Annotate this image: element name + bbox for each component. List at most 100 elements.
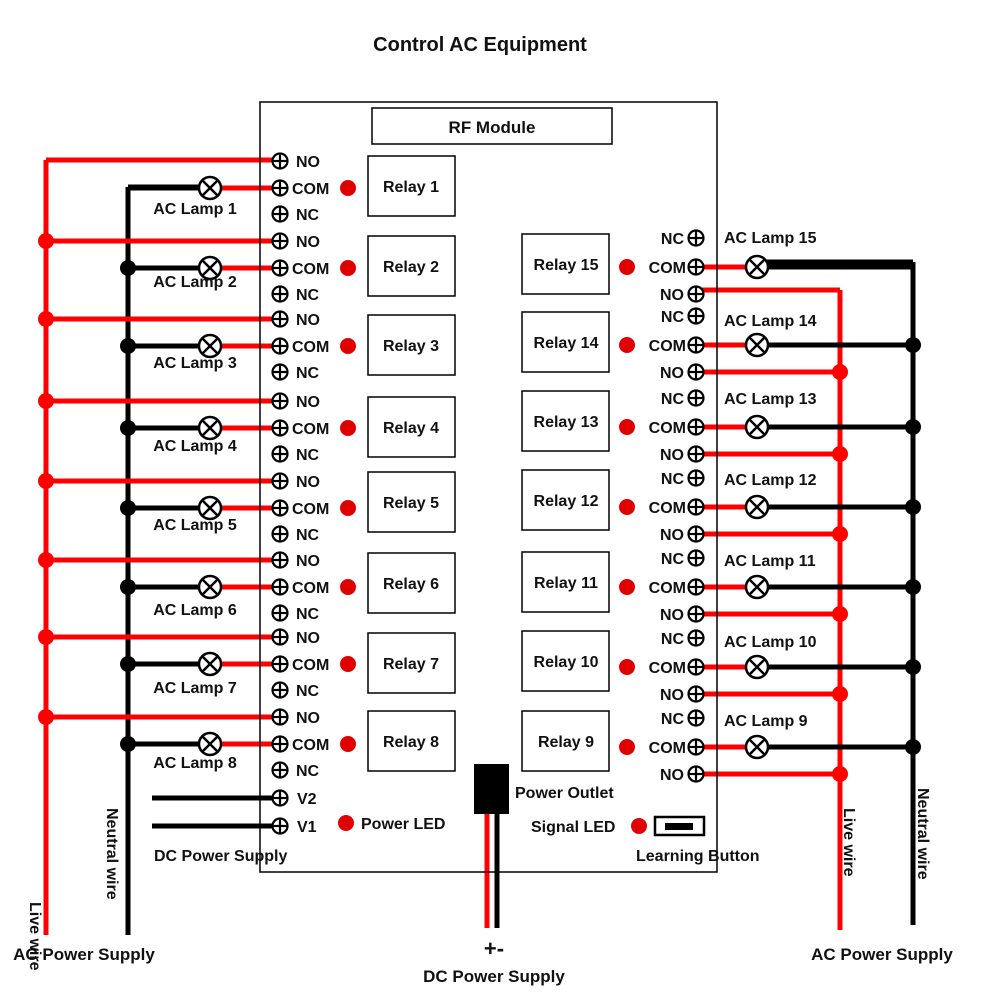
ac-lamp-label-15: AC Lamp 15 [724,230,817,247]
nc-label-13: NC [661,391,685,408]
com-label-3: COM [292,339,329,356]
relay-led-5 [340,500,356,516]
ac-lamp-label-10: AC Lamp 10 [724,634,817,651]
live-wire-left-label: Live wire [26,902,43,971]
nc-label-7: NC [296,683,320,700]
relay-label-7: Relay 7 [383,656,439,673]
com-label-15: COM [649,260,686,277]
com-label-12: COM [649,500,686,517]
relay-led-1 [340,180,356,196]
ac-lamp-label-12: AC Lamp 12 [724,472,817,489]
no-label-3: NO [296,312,320,329]
nc-label-1: NC [296,207,320,224]
ac-lamp-label-11: AC Lamp 11 [724,553,816,570]
left-neutral-junction-6 [120,579,136,595]
relay-label-3: Relay 3 [383,338,439,355]
relay-led-14 [619,337,635,353]
relay-box-7 [367,632,456,694]
ac-lamp-label-9: AC Lamp 9 [724,713,808,730]
ac-lamp-label-1: AC Lamp 1 [153,201,237,218]
rf-module-box [371,107,613,145]
relay-label-14: Relay 14 [534,335,599,352]
nc-label-12: NC [661,471,685,488]
relay-box-8 [367,710,456,772]
signal-led-indicator [631,818,647,834]
relay-label-12: Relay 12 [534,493,599,510]
ac-lamp-label-7: AC Lamp 7 [153,680,237,697]
no-label-4: NO [296,394,320,411]
com-label-8: COM [292,737,329,754]
relay-led-12 [619,499,635,515]
com-label-2: COM [292,261,329,278]
com-label-11: COM [649,580,686,597]
lamp-icon-13-x2 [748,418,766,436]
lamp-icon-6-x2 [201,578,219,596]
right-live-junction-11 [832,606,848,622]
power-led-indicator [338,815,354,831]
left-neutral-junction-8 [120,736,136,752]
right-live-junction-13 [832,446,848,462]
lamp-icon-7-x2 [201,655,219,673]
ac-power-supply-left-label: AC Power Supply [13,945,155,964]
relay-box-15 [521,233,610,295]
lamp-icon-4-x2 [201,419,219,437]
ac-power-supply-right-label: AC Power Supply [811,945,953,964]
relay-box-6 [367,552,456,614]
no-label-13: NO [660,447,684,464]
right-live-junction-14 [832,364,848,380]
ac-lamp-label-4: AC Lamp 4 [153,438,237,455]
rf-module-label: RF Module [449,118,536,137]
no-label-9: NO [660,767,684,784]
lamp-icon-15-x2 [748,258,766,276]
lamp-icon-14-x2 [748,336,766,354]
v2-label: V2 [297,791,317,808]
ac-lamp-label-6: AC Lamp 6 [153,602,237,619]
relay-label-13: Relay 13 [534,414,599,431]
lamp-icon-9-x2 [748,738,766,756]
left-neutral-junction-3 [120,338,136,354]
live-wire-right-label: Live wire [840,808,857,877]
relay-led-13 [619,419,635,435]
relay-led-15 [619,259,635,275]
lamp-icon-11-x2 [748,578,766,596]
no-label-8: NO [296,710,320,727]
ac-lamp-label-5: AC Lamp 5 [153,517,237,534]
lamp-icon-8-x2 [201,735,219,753]
relay-box-13 [521,390,610,452]
relay-box-10 [521,630,610,692]
left-live-junction-6 [38,552,54,568]
relay-box-14 [521,311,610,373]
lamp-icon-3-x2 [201,337,219,355]
relay-led-11 [619,579,635,595]
com-label-4: COM [292,421,329,438]
module-enclosure [259,101,718,873]
com-label-10: COM [649,660,686,677]
signal-led-label: Signal LED [531,819,615,836]
left-live-junction-7 [38,629,54,645]
ac-lamp-label-2: AC Lamp 2 [153,274,237,291]
ac-lamp-label-8: AC Lamp 8 [153,755,237,772]
nc-label-14: NC [661,309,685,326]
left-neutral-junction-7 [120,656,136,672]
left-neutral-junction-4 [120,420,136,436]
lamp-icon-12-x2 [748,498,766,516]
relay-box-9 [521,710,610,772]
v1-label: V1 [297,819,317,836]
diagram-title: Control AC Equipment [373,34,587,56]
com-label-6: COM [292,580,329,597]
ac-lamp-label-13: AC Lamp 13 [724,391,817,408]
right-neutral-junction-13 [905,419,921,435]
no-label-5: NO [296,474,320,491]
learning-button-slot [665,823,693,830]
relay-label-5: Relay 5 [383,495,439,512]
relay-led-4 [340,420,356,436]
left-neutral-junction-5 [120,500,136,516]
no-label-6: NO [296,553,320,570]
relay-box-1 [367,155,456,217]
right-neutral-junction-10 [905,659,921,675]
relay-led-8 [340,736,356,752]
no-label-14: NO [660,365,684,382]
relay-label-8: Relay 8 [383,734,439,751]
left-live-junction-5 [38,473,54,489]
